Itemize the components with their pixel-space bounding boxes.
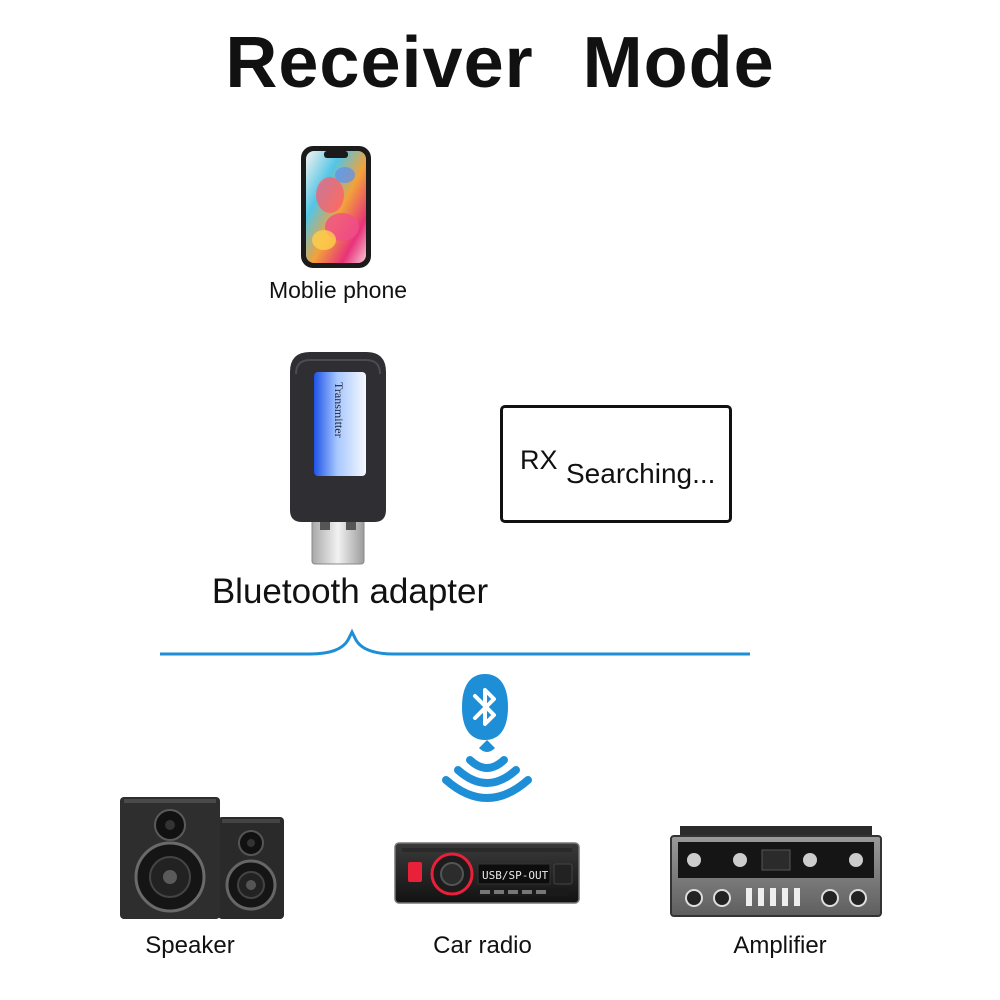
bluetooth-icon bbox=[462, 674, 508, 740]
car-radio-label: Car radio bbox=[433, 932, 532, 959]
speaker-label: Speaker bbox=[145, 932, 235, 959]
display-callout bbox=[500, 405, 732, 523]
mobile-phone-image bbox=[301, 146, 371, 268]
bluetooth-adapter-image: Transmitter bbox=[290, 352, 386, 565]
display-status-text: Searching... bbox=[566, 458, 716, 489]
wireless-signal-icon bbox=[442, 740, 532, 802]
display-mode-text: RX bbox=[520, 445, 558, 475]
amplifier-label: Amplifier bbox=[733, 932, 827, 959]
amplifier-image bbox=[670, 826, 882, 917]
car-radio-image: USB/SP-OUT bbox=[394, 842, 580, 904]
page-title: Receiver Mode bbox=[225, 23, 775, 103]
adapter-screen-text: Transmitter bbox=[332, 382, 346, 438]
speaker-image bbox=[120, 797, 284, 919]
connection-brace bbox=[160, 628, 750, 656]
bluetooth-adapter-label: Bluetooth adapter bbox=[211, 572, 489, 611]
car-radio-display-text: USB/SP-OUT bbox=[482, 869, 549, 882]
mobile-phone-label: Moblie phone bbox=[268, 277, 408, 303]
